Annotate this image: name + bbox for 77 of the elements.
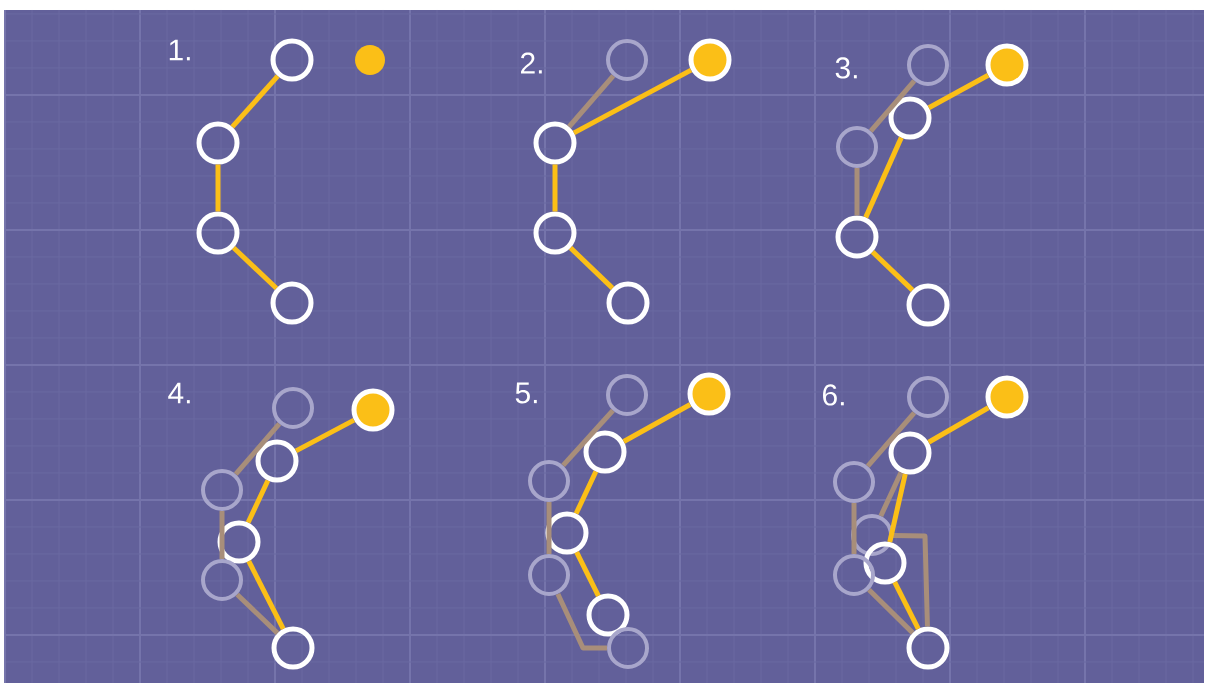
link-line xyxy=(230,74,280,129)
joint-circle xyxy=(835,215,879,259)
step-number: 6. xyxy=(823,384,844,406)
joint-circle xyxy=(270,38,314,82)
step-number: 4. xyxy=(168,382,190,404)
joint-circle xyxy=(196,211,240,255)
faded-joint-circle xyxy=(272,387,314,429)
link-line xyxy=(546,502,552,554)
joint-circle xyxy=(533,121,577,165)
link-line xyxy=(870,250,915,292)
faded-joint-circle xyxy=(528,460,570,502)
end-joint-circle xyxy=(687,372,731,416)
link-line xyxy=(572,67,693,136)
joint-circle xyxy=(271,626,315,670)
joint-circle xyxy=(863,541,907,585)
link-line xyxy=(867,587,915,635)
step-number: 2. xyxy=(521,52,542,74)
joint-circle xyxy=(583,430,627,474)
faded-joint-circle xyxy=(851,514,893,556)
target-dot xyxy=(355,45,385,75)
link-line xyxy=(233,422,282,476)
link-line xyxy=(865,411,917,468)
link-line xyxy=(887,473,908,543)
joint-circle xyxy=(906,626,950,670)
link-line xyxy=(927,405,990,445)
link-line xyxy=(561,408,615,468)
link-line xyxy=(892,532,930,627)
end-joint-circle xyxy=(985,43,1029,87)
joint-circle xyxy=(606,281,650,325)
step-number: 1. xyxy=(169,39,190,61)
joint-circle xyxy=(586,593,630,637)
step-number: 5. xyxy=(515,382,537,404)
joint-circle xyxy=(196,121,240,165)
faded-joint-circle xyxy=(201,469,243,511)
link-line xyxy=(245,479,271,524)
link-line xyxy=(294,417,356,454)
link-line xyxy=(863,136,904,219)
faded-joint-circle xyxy=(833,461,875,503)
faded-joint-circle xyxy=(528,554,570,596)
faded-joint-circle xyxy=(907,44,949,86)
joint-circle xyxy=(270,281,314,325)
link-line xyxy=(927,73,990,110)
faded-joint-circle xyxy=(606,39,648,81)
link-line xyxy=(854,168,860,216)
link-line xyxy=(622,402,692,444)
link-line xyxy=(246,560,286,630)
faded-joint-circle xyxy=(907,376,949,418)
link-line xyxy=(219,511,225,559)
link-line xyxy=(868,79,917,133)
joint-circle xyxy=(906,283,950,327)
faded-joint-circle xyxy=(606,374,648,416)
link-line xyxy=(878,471,904,517)
link-line xyxy=(892,581,921,630)
joint-circle xyxy=(255,439,299,483)
link-line xyxy=(851,503,857,554)
joint-circle xyxy=(545,511,589,555)
end-joint-circle xyxy=(351,388,395,432)
link-line xyxy=(567,74,616,129)
link-line xyxy=(231,245,279,291)
link-line xyxy=(552,164,558,212)
link-line xyxy=(568,246,615,290)
end-joint-circle xyxy=(985,375,1029,419)
faded-joint-circle xyxy=(833,554,875,596)
joint-circle xyxy=(217,520,261,564)
joint-circle xyxy=(888,431,932,475)
step-number: 3. xyxy=(835,57,857,79)
joint-circle xyxy=(888,96,932,140)
faded-joint-circle xyxy=(201,559,243,601)
end-joint-circle xyxy=(688,38,732,82)
link-line xyxy=(235,592,280,635)
link-line xyxy=(573,470,599,515)
faded-joint-circle xyxy=(607,627,649,669)
link-line xyxy=(215,164,221,212)
link-line xyxy=(574,551,601,597)
joint-circle xyxy=(533,211,577,255)
faded-joint-circle xyxy=(836,126,878,168)
link-line xyxy=(555,592,607,651)
